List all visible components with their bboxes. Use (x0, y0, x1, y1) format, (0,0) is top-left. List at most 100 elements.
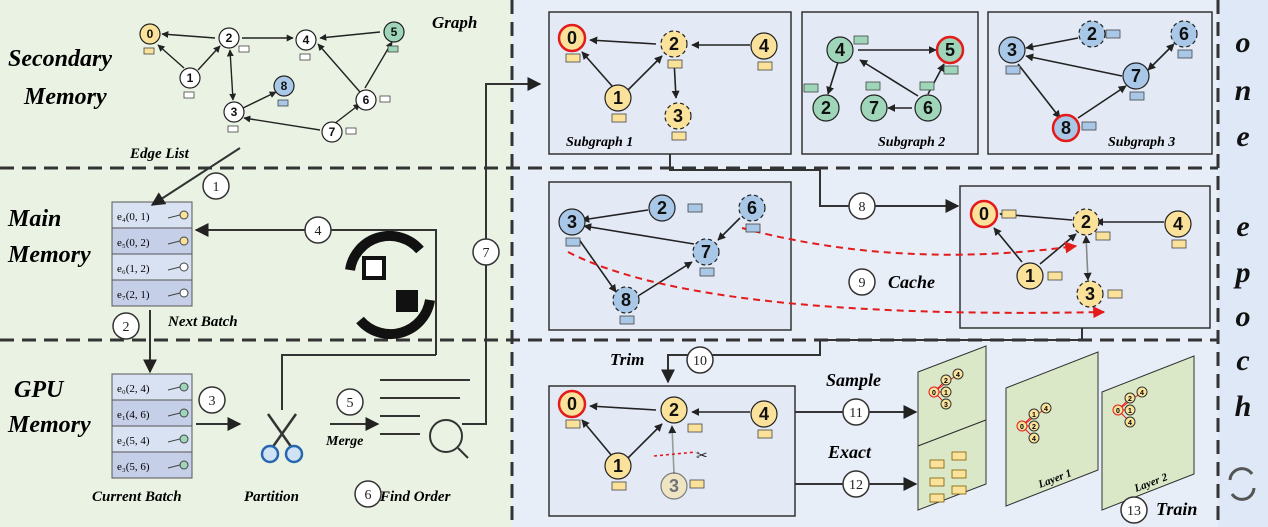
graph-node: 4 (1164, 210, 1192, 238)
cut-scissors-icon: ✂ (696, 449, 708, 464)
step-marker: 6 (354, 480, 382, 508)
gpu-memory-line2: Memory (7, 412, 91, 438)
epoch-letter: h (1235, 390, 1252, 423)
gpu-edge-icons (167, 382, 189, 470)
svg-text:0: 0 (979, 204, 989, 224)
gpu-edge-2: e₂(5, 4) (117, 435, 150, 447)
next-batch-label: Next Batch (167, 314, 238, 330)
main-edge-icons (167, 210, 189, 298)
graph-node: 4 (750, 32, 778, 60)
svg-text:12: 12 (849, 478, 863, 493)
graph-label: Graph (432, 13, 477, 32)
svg-text:3: 3 (231, 105, 238, 119)
graph-node: 7 (321, 121, 343, 143)
feature-block (143, 47, 155, 55)
subgraph-3-edges (1017, 37, 1175, 119)
feature-block (687, 203, 703, 213)
graph-node: 3 (558, 208, 586, 236)
step-marker: 3 (198, 386, 226, 414)
graph-node: 2 (218, 27, 240, 49)
training-planes (917, 345, 1195, 511)
svg-text:2: 2 (1087, 24, 1097, 44)
train-label: Train (1156, 499, 1197, 519)
feature-block (565, 53, 581, 63)
graph-node: 0 (557, 23, 587, 53)
feature-block (1107, 289, 1123, 299)
svg-text:2: 2 (1128, 396, 1132, 403)
svg-text:13: 13 (1127, 504, 1141, 519)
graph-node: 6 (355, 89, 377, 111)
graph-node: 8 (1051, 113, 1081, 143)
step-marker: 8 (848, 192, 876, 220)
svg-text:4: 4 (835, 40, 845, 60)
svg-text:3: 3 (567, 212, 577, 232)
graph-node: 3 (998, 36, 1026, 64)
graph-node: 4 (295, 29, 317, 51)
feature-block (227, 125, 239, 133)
svg-text:5: 5 (391, 25, 398, 39)
graph-node: 2 (812, 94, 840, 122)
graph-node: 3 (1076, 280, 1104, 308)
graph-node: 6 (1170, 20, 1198, 48)
svg-text:2: 2 (1081, 212, 1091, 232)
svg-text:0: 0 (932, 390, 936, 397)
cache-label: Cache (888, 272, 935, 292)
epoch-letter: e (1236, 120, 1249, 153)
subgraph-2-label: Subgraph 2 (878, 135, 945, 150)
step-marker: 10 (686, 346, 714, 374)
subgraph-1-edges (581, 36, 750, 99)
feature-block (1129, 91, 1145, 101)
svg-text:3: 3 (209, 394, 216, 409)
graph-node: 6 (914, 94, 942, 122)
graph-node: 2 (1078, 20, 1106, 48)
gpu-edge-1: e₁(4, 6) (117, 409, 150, 421)
edge-list-label: Edge List (129, 146, 190, 162)
trim-label: Trim (610, 350, 644, 369)
graph-node: 1 (604, 84, 632, 112)
secondary-memory-line2: Memory (23, 84, 107, 110)
feature-block (1105, 29, 1121, 39)
graph-node: 0 (969, 199, 999, 229)
svg-text:6: 6 (1179, 24, 1189, 44)
step-marker: 11 (842, 398, 870, 426)
full-graph (157, 30, 393, 131)
svg-text:1: 1 (187, 71, 194, 85)
scissors-icon (260, 413, 304, 464)
epoch-letter: o (1236, 300, 1251, 333)
sync-icon (345, 230, 435, 340)
svg-text:1: 1 (1025, 266, 1035, 286)
svg-text:8: 8 (621, 290, 631, 310)
find-order-label: Find Order (379, 489, 451, 505)
feature-block (865, 81, 881, 91)
current-batch-label: Current Batch (92, 489, 182, 505)
graph-node: 2 (648, 194, 676, 222)
feature-block (667, 59, 683, 69)
feature-block (345, 127, 357, 135)
svg-text:8: 8 (281, 79, 288, 93)
main-memory-batch (111, 201, 193, 307)
epoch-letter: c (1236, 344, 1249, 377)
epoch-cycle-icon (1228, 467, 1256, 501)
svg-text:5: 5 (347, 396, 354, 411)
epoch-strip-bg (1218, 0, 1268, 527)
feature-block (687, 423, 703, 433)
cache-arrows (567, 227, 1106, 319)
graph-node: 4 (750, 400, 778, 428)
step-marker: 12 (842, 470, 870, 498)
left-panel-bg (0, 0, 512, 527)
svg-text:9: 9 (859, 276, 866, 291)
svg-text:2: 2 (226, 31, 233, 45)
feature-block (1001, 209, 1017, 219)
svg-text:7: 7 (1131, 66, 1141, 86)
svg-text:0: 0 (147, 27, 154, 41)
feature-block (619, 315, 635, 325)
feature-block (611, 113, 627, 123)
svg-text:4: 4 (759, 36, 769, 56)
feature-block (611, 481, 627, 491)
svg-text:4: 4 (303, 33, 310, 47)
svg-text:3: 3 (669, 476, 679, 496)
graph-node: 0 (557, 389, 587, 419)
svg-text:6: 6 (747, 198, 757, 218)
